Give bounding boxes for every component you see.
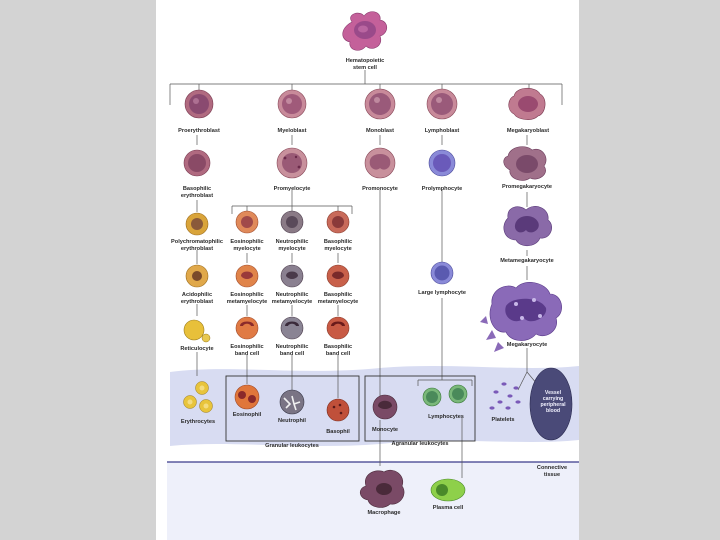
promonocyte-label: Promonocyte — [362, 186, 398, 192]
basophilic-metamyelocyte-label-1: Basophilic — [324, 292, 352, 298]
macrophage-cell: Macrophage — [359, 469, 405, 516]
basophilic-erythroblast-cell: Basophilic erythroblast — [181, 149, 213, 199]
agranular-leukocytes-label: Agranular leukocytes — [392, 441, 449, 447]
eosinophilic-band-cell-label-1: Eosinophilic — [230, 344, 263, 350]
promegakaryocyte-cell: Promegakaryocyte — [502, 146, 552, 190]
vessel-label-1: Vessel — [545, 390, 562, 396]
polychromatophilic-erythroblast-cell: Polychromatophilic erythroblast — [171, 212, 223, 252]
megakaryoblast-cell: Megakaryoblast — [507, 87, 549, 134]
lymphoblast-cell: Lymphoblast — [425, 88, 460, 134]
megakaryocyte-label: Megakaryocyte — [507, 342, 547, 348]
monoblast-cell: Monoblast — [364, 88, 396, 134]
promyelocyte-cell: Promyelocyte — [274, 147, 311, 192]
basophilic-band-cell-label-2: band cell — [326, 351, 351, 357]
macrophage-label: Macrophage — [368, 510, 401, 516]
granular-leukocytes-box — [225, 375, 360, 442]
eosinophil-cell: Eosinophil — [233, 384, 262, 418]
platelets-label: Platelets — [491, 417, 514, 423]
megakaryocyte-cell: Megakaryocyte — [480, 282, 562, 352]
connective-tissue-label-1: Connective — [537, 465, 567, 471]
neutrophilic-myelocyte-label-2: myelocyte — [278, 246, 305, 252]
promyelocyte-label: Promyelocyte — [274, 186, 311, 192]
lymphoblast-label: Lymphoblast — [425, 128, 460, 134]
proerythroblast-label: Proerythroblast — [178, 128, 220, 134]
basophilic-erythroblast-label-1: Basophilic — [183, 186, 211, 192]
basophilic-band-cell: Basophilic band cell — [324, 316, 352, 357]
monocyte-cell: Monocyte — [372, 394, 398, 433]
acidophilic-erythroblast-cell: Acidophilic erythroblast — [181, 264, 213, 305]
prolymphocyte-label: Prolymphocyte — [422, 186, 462, 192]
stem-cell-label-1: Hematopoietic — [346, 58, 385, 64]
basophilic-myelocyte-cell: Basophilic myelocyte — [324, 210, 352, 252]
vessel-label-3: peripheral — [540, 402, 566, 408]
neutrophilic-metamyelocyte-label-2: metamyelocyte — [272, 299, 312, 305]
stem-cell-label-2: stem cell — [353, 65, 377, 71]
neutrophilic-metamyelocyte-cell: Neutrophilic metamyelocyte — [272, 264, 312, 305]
basophil-label: Basophil — [326, 429, 350, 435]
acidophilic-erythroblast-label-2: erythroblast — [181, 299, 213, 305]
polychromatophilic-erythroblast-label-1: Polychromatophilic — [171, 239, 223, 245]
hematopoietic-stem-cell: Hematopoietic stem cell — [342, 11, 388, 71]
promonocyte-cell: Promonocyte — [362, 147, 398, 192]
myeloblast-cell: Myeloblast — [278, 89, 307, 134]
basophil-cell: Basophil — [326, 398, 350, 435]
prolymphocyte-cell: Prolymphocyte — [422, 149, 462, 192]
neutrophilic-band-cell-label-2: band cell — [280, 351, 305, 357]
basophilic-erythroblast-label-2: erythroblast — [181, 193, 213, 199]
acidophilic-erythroblast-label-1: Acidophilic — [182, 292, 212, 298]
basophilic-myelocyte-label-1: Basophilic — [324, 239, 352, 245]
metamegakaryocyte-label: Metamegakaryocyte — [500, 258, 553, 264]
basophilic-metamyelocyte-cell: Basophilic metamyelocyte — [318, 264, 358, 305]
textbook-page: Hematopoietic stem cell Proerythroblast … — [156, 0, 579, 540]
myeloblast-label: Myeloblast — [278, 128, 307, 134]
eosinophilic-band-cell: Eosinophilic band cell — [230, 316, 264, 357]
eosinophilic-myelocyte-label-2: myelocyte — [233, 246, 260, 252]
neutrophilic-myelocyte-label-1: Neutrophilic — [276, 239, 309, 245]
promegakaryocyte-label: Promegakaryocyte — [502, 184, 552, 190]
eosinophilic-metamyelocyte-label-1: Eosinophilic — [230, 292, 263, 298]
basophilic-metamyelocyte-label-2: metamyelocyte — [318, 299, 358, 305]
vessel-label-4: blood — [546, 408, 560, 414]
lymphocytes-label: Lymphocytes — [428, 414, 464, 420]
neutrophil-cell: Neutrophil — [278, 389, 306, 424]
erythrocytes-cells: Erythrocytes — [181, 381, 215, 425]
neutrophilic-myelocyte-cell: Neutrophilic myelocyte — [276, 210, 309, 252]
platelets-cells: Platelets — [489, 382, 521, 423]
neutrophilic-metamyelocyte-label-1: Neutrophilic — [276, 292, 309, 298]
eosinophilic-metamyelocyte-cell: Eosinophilic metamyelocyte — [227, 264, 267, 305]
plasma-cell-label: Plasma cell — [433, 505, 464, 511]
eosinophilic-myelocyte-cell: Eosinophilic myelocyte — [230, 210, 264, 252]
eosinophilic-metamyelocyte-label-2: metamyelocyte — [227, 299, 267, 305]
large-lymphocyte-cell: Large lymphocyte — [418, 261, 466, 296]
reticulocyte-cell: Reticulocyte — [180, 319, 214, 352]
agranular-leukocytes-box — [364, 375, 476, 442]
erythrocytes-label: Erythrocytes — [181, 419, 215, 425]
basophilic-band-cell-label-1: Basophilic — [324, 344, 352, 350]
plasma-cell: Plasma cell — [430, 478, 466, 511]
neutrophil-label: Neutrophil — [278, 418, 306, 424]
neutrophilic-band-cell: Neutrophilic band cell — [276, 316, 309, 357]
monocyte-label: Monocyte — [372, 427, 398, 433]
blood-vessel: Vessel carrying peripheral blood — [529, 367, 573, 441]
hematopoiesis-diagram: Hematopoietic stem cell Proerythroblast … — [167, 11, 579, 540]
proerythroblast-cell: Proerythroblast — [178, 89, 220, 134]
megakaryoblast-label: Megakaryoblast — [507, 128, 549, 134]
neutrophilic-band-cell-label-1: Neutrophilic — [276, 344, 309, 350]
connective-tissue-label-2: tissue — [544, 472, 560, 478]
polychromatophilic-erythroblast-label-2: erythroblast — [181, 246, 213, 252]
monoblast-label: Monoblast — [366, 128, 394, 134]
granular-leukocytes-label: Granular leukocytes — [265, 443, 319, 449]
eosinophilic-band-cell-label-2: band cell — [235, 351, 260, 357]
large-lymphocyte-label: Large lymphocyte — [418, 290, 466, 296]
eosinophilic-myelocyte-label-1: Eosinophilic — [230, 239, 263, 245]
basophilic-myelocyte-label-2: myelocyte — [324, 246, 351, 252]
vessel-label-2: carrying — [543, 396, 563, 402]
eosinophil-label: Eosinophil — [233, 412, 262, 418]
lymphocytes-cells: Lymphocytes — [422, 384, 468, 420]
reticulocyte-label: Reticulocyte — [180, 346, 213, 352]
metamegakaryocyte-cell: Metamegakaryocyte — [500, 206, 554, 264]
